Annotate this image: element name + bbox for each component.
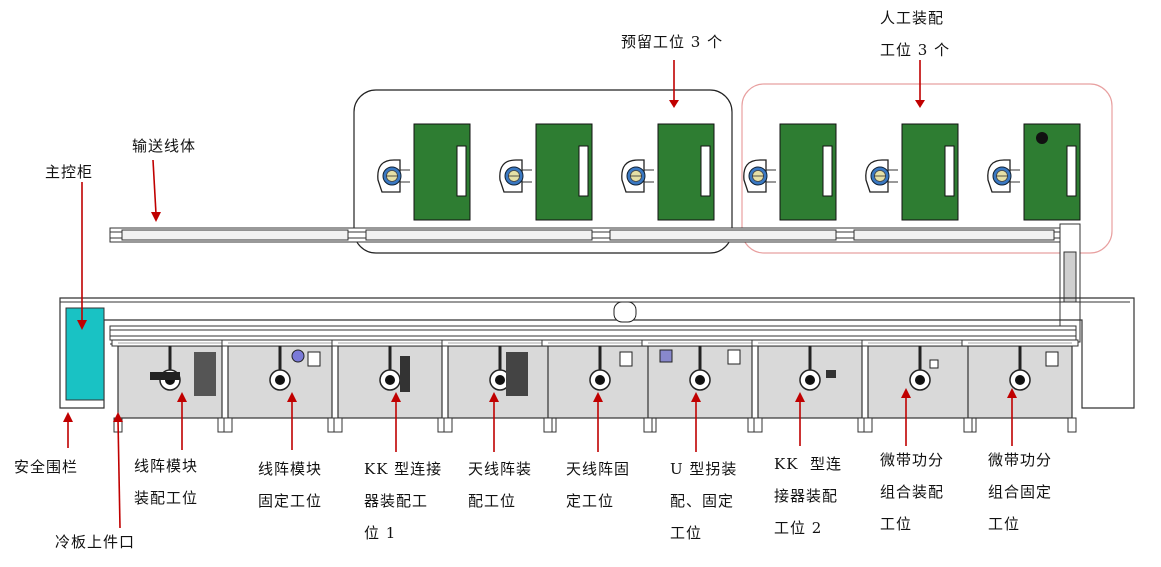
- label-reserved-stations: 预留工位 3 个: [621, 33, 724, 51]
- safety-fence: [59, 297, 1135, 409]
- label-station-6: U 型拐装 配、固定 工位: [670, 460, 738, 542]
- label-main-cabinet: 主控柜: [45, 163, 94, 181]
- label-station-4: 天线阵装 配工位: [468, 460, 533, 510]
- upper-stations: [377, 123, 1081, 221]
- right-transfer: [1059, 223, 1081, 343]
- label-station-2: 线阵模块 固定工位: [258, 460, 323, 510]
- lower-conveyor: [109, 325, 1077, 341]
- upper-conveyor: [109, 227, 1075, 243]
- reserved-station-group: [353, 89, 733, 254]
- label-safety-fence: 安全围栏: [14, 458, 79, 476]
- label-conveyor: 输送线体: [132, 137, 197, 155]
- label-cold-plate: 冷板上件口: [55, 533, 136, 551]
- label-station-3: KK 型连接 器装配工 位 1: [364, 460, 443, 542]
- label-station-5: 天线阵固 定工位: [566, 460, 631, 510]
- label-station-8: 微带功分 组合装配 工位: [880, 451, 945, 533]
- label-manual-stations: 人工装配 工位 3 个: [880, 9, 951, 59]
- label-station-7: KK 型连 接器装配 工位 2: [774, 455, 842, 537]
- label-station-9: 微带功分 组合固定 工位: [988, 451, 1053, 533]
- arrows: [63, 60, 1017, 529]
- station-details: [150, 301, 1059, 396]
- manual-station-group: [741, 83, 1113, 254]
- lower-stations: [110, 338, 1080, 434]
- label-station-1: 线阵模块 装配工位: [134, 457, 199, 507]
